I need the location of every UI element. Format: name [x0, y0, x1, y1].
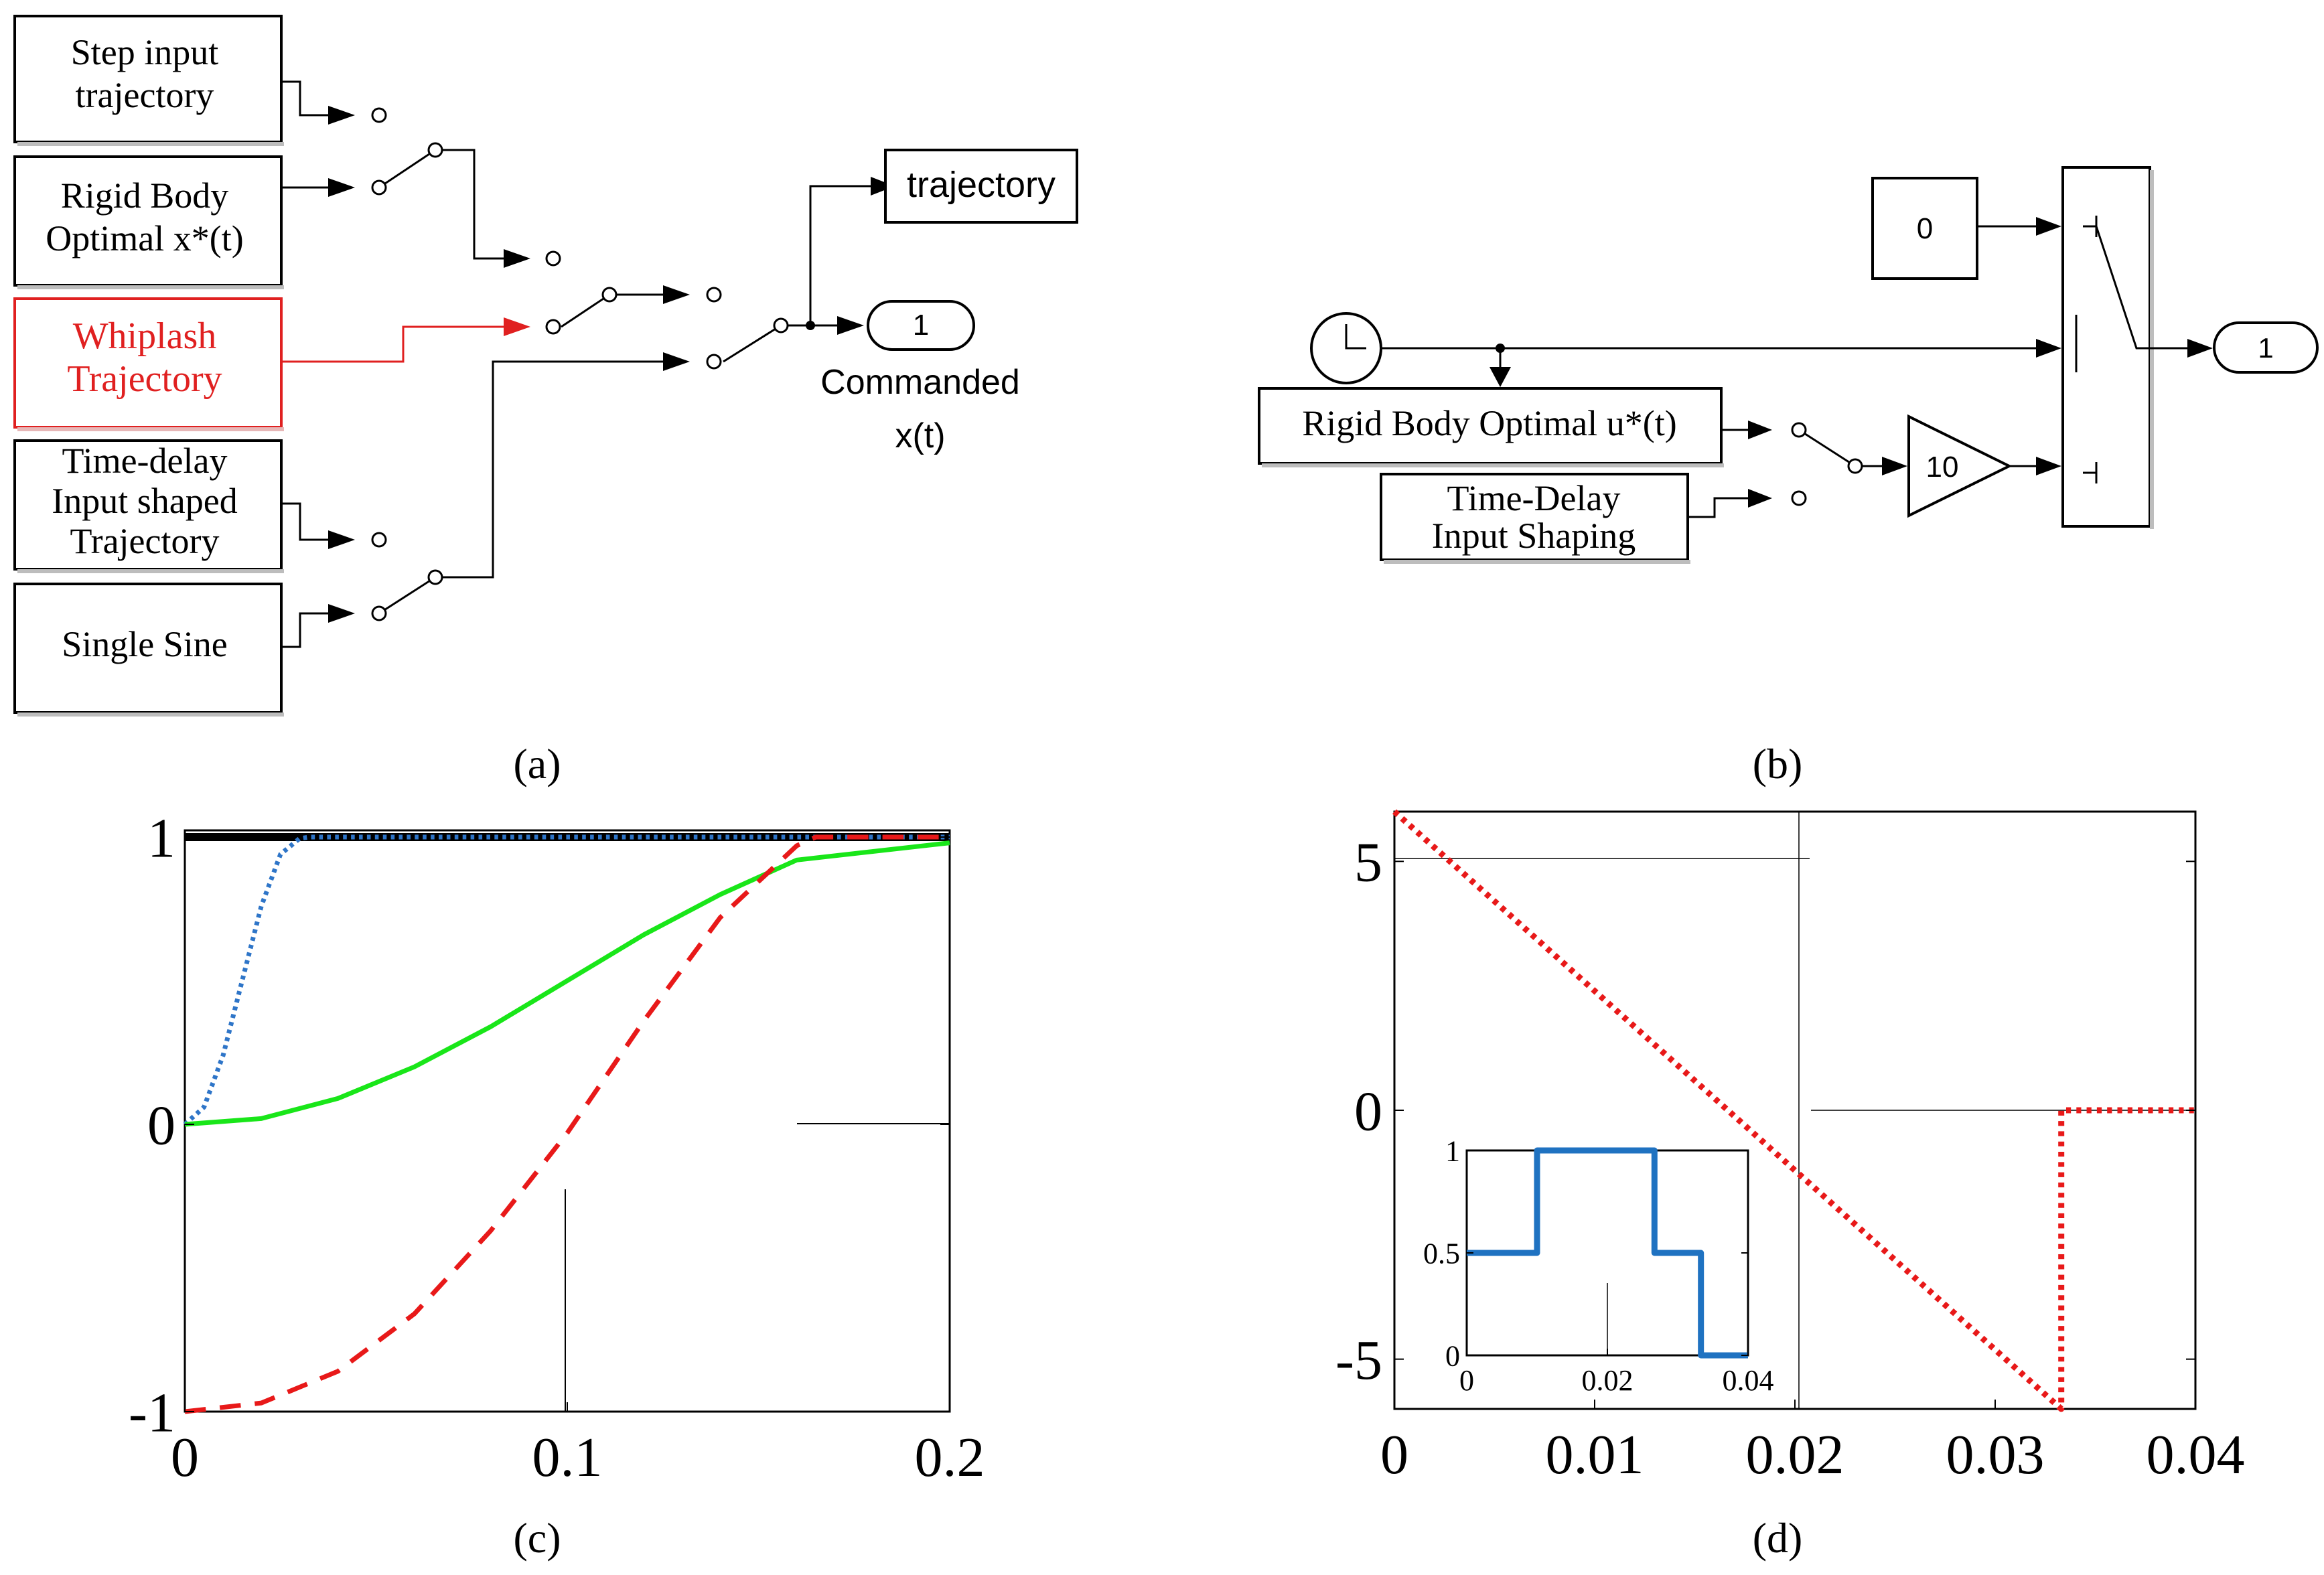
panel-a-wires [281, 80, 871, 648]
chart-c-xtick-label: 0.1 [532, 1426, 603, 1489]
time-delay-block[interactable]: Time-delay Input shaped Trajectory [13, 439, 284, 573]
panel-a-switch-terminals [371, 107, 789, 621]
panel-b-switch-terminals [1791, 422, 1863, 506]
timedelay-b-line1: Time-Delay [1447, 478, 1621, 518]
chart-d-ytick-label: -5 [1335, 1329, 1382, 1392]
constant-value: 0 [1917, 212, 1933, 245]
inset-xtick-label: 0.02 [1582, 1364, 1633, 1397]
chart-d-ytick-label: 0 [1354, 1080, 1382, 1142]
outport-b-number: 1 [2258, 332, 2273, 364]
panel-b-diagram: 0 Rigid Body Optimal u*(t) Time-Delay In… [1258, 166, 2319, 564]
chart-d: 0 0.01 0.02 0.03 0.04 5 0 -5 0 0.02 0.04 1 0.5 0 [1335, 809, 2245, 1486]
caption-d: (d) [1753, 1514, 1803, 1562]
trajectory-label: trajectory [907, 165, 1056, 205]
timedelay-block-line2: Input shaped [52, 481, 237, 521]
chart-c-xtick-label: 0.2 [915, 1426, 985, 1489]
single-sine-block[interactable]: Single Sine [13, 583, 284, 717]
step-block-line1: Step input [71, 32, 219, 72]
gain-block[interactable]: 10 [1907, 414, 2013, 518]
rigid-u-label: Rigid Body Optimal u*(t) [1302, 403, 1677, 443]
panel-a-arrowheads [328, 106, 895, 623]
outport-a-number: 1 [913, 309, 929, 342]
caption-a: (a) [513, 740, 561, 788]
chart-c-ytick-label: 1 [147, 807, 175, 869]
commanded-outport[interactable]: 1 [867, 300, 975, 351]
timedelay-block-line1: Time-delay [62, 441, 228, 481]
chart-d-series-line [1392, 809, 2195, 1412]
whiplash-block[interactable]: Whiplash Trajectory [13, 297, 284, 431]
chart-d-xtick-label: 0.02 [1746, 1424, 1844, 1486]
rigid-body-block[interactable]: Rigid Body Optimal x*(t) [13, 155, 284, 289]
caption-b: (b) [1753, 740, 1803, 788]
outport-b[interactable]: 1 [2213, 321, 2319, 374]
inset-ytick-label: 1 [1445, 1134, 1460, 1167]
chart-c-ytick-label: -1 [129, 1381, 175, 1444]
chart-d-xtick-label: 0.04 [2147, 1424, 2245, 1486]
whiplash-block-line1: Whiplash [73, 315, 217, 357]
chart-d-ytick-label: 5 [1354, 832, 1382, 894]
time-delay-shaping-block[interactable]: Time-Delay Input Shaping [1380, 473, 1690, 564]
gain-value: 10 [1926, 451, 1959, 483]
step-block-line2: trajectory [76, 75, 214, 115]
inset-series-line [1467, 1147, 1748, 1359]
rigid-block-line2: Optimal x*(t) [46, 218, 243, 258]
step-input-block[interactable]: Step input trajectory [13, 15, 284, 146]
sine-block-label: Single Sine [62, 624, 228, 664]
timedelay-block-line3: Trajectory [70, 521, 220, 561]
rigid-block-line1: Rigid Body [61, 175, 229, 216]
chart-c-series-line [184, 834, 950, 1414]
branch-point [806, 321, 815, 330]
multiport-switch-block[interactable] [2061, 166, 2154, 529]
commanded-label-line2: x(t) [895, 417, 945, 455]
chart-c-series-line [184, 840, 950, 1127]
commanded-label-line1: Commanded [820, 363, 1020, 402]
chart-d-xtick-label: 0.01 [1546, 1424, 1644, 1486]
inset-ytick-label: 0.5 [1423, 1237, 1460, 1270]
constant-block[interactable]: 0 [1871, 177, 1978, 280]
caption-c: (c) [513, 1514, 561, 1562]
chart-c-series-line [183, 834, 950, 1126]
chart-d-xtick-label: 0 [1380, 1424, 1408, 1486]
whiplash-block-line2: Trajectory [67, 358, 222, 400]
chart-c-axes-box [184, 829, 951, 1413]
timedelay-b-line2: Input Shaping [1432, 516, 1636, 556]
rigid-body-u-block[interactable]: Rigid Body Optimal u*(t) [1258, 387, 1724, 467]
chart-c-xtick-label: 0 [171, 1426, 199, 1489]
inset-ytick-label: 0 [1445, 1339, 1460, 1372]
inset-xtick-label: 0 [1459, 1364, 1474, 1397]
clock-icon[interactable] [1310, 312, 1382, 384]
clock-branch-point [1496, 344, 1505, 353]
inset-xtick-label: 0.04 [1723, 1364, 1774, 1397]
panel-b-arrowheads [1490, 217, 2213, 508]
chart-c-ytick-label: 0 [147, 1094, 175, 1156]
panel-a-diagram: Step input trajectory Rigid Body Optimal… [13, 15, 1078, 717]
trajectory-scope-block[interactable]: trajectory [884, 149, 1078, 224]
chart-d-xtick-label: 0.03 [1946, 1424, 2045, 1486]
